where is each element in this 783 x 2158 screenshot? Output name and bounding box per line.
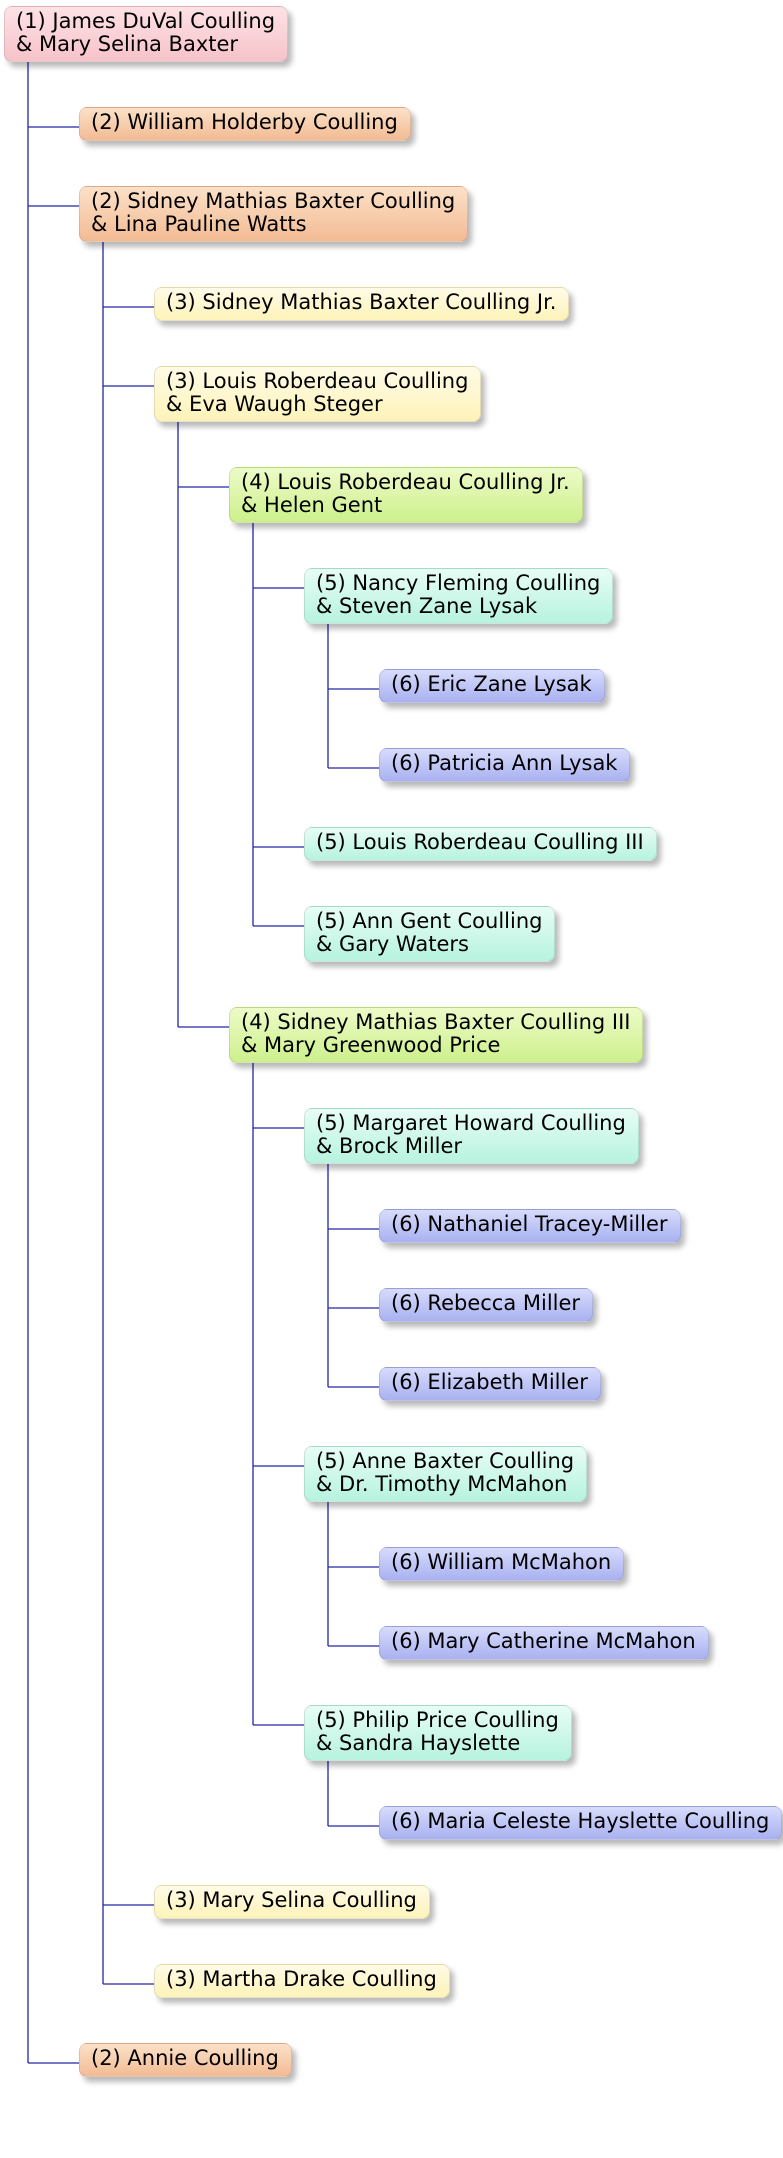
person-node-elizabeth-miller: (6) Elizabeth Miller [379, 1367, 601, 1401]
person-node-nathaniel-tracey-miller: (6) Nathaniel Tracey-Miller [379, 1209, 681, 1243]
person-name: (6) Patricia Ann Lysak [391, 751, 618, 775]
person-node-sidney-mathias-baxter-coulling-jr: (3) Sidney Mathias Baxter Coulling Jr. [154, 287, 570, 321]
person-node-philip-price-coulling: (5) Philip Price Coulling& Sandra Haysle… [304, 1705, 572, 1761]
person-name: (3) Sidney Mathias Baxter Coulling Jr. [166, 290, 557, 314]
person-name: (6) Eric Zane Lysak [391, 672, 592, 696]
person-name: (6) Nathaniel Tracey-Miller [391, 1212, 668, 1236]
spouse-name: & Sandra Hayslette [316, 1731, 521, 1755]
person-node-eric-zane-lysak: (6) Eric Zane Lysak [379, 669, 605, 703]
spouse-name: & Lina Pauline Watts [91, 212, 307, 236]
person-name: (2) William Holderby Coulling [91, 110, 398, 134]
person-name: (4) Louis Roberdeau Coulling Jr. [241, 470, 570, 494]
person-node-louis-roberdeau-coulling-jr: (4) Louis Roberdeau Coulling Jr.& Helen … [229, 467, 583, 523]
person-node-rebecca-miller: (6) Rebecca Miller [379, 1288, 594, 1322]
person-name: (5) Anne Baxter Coulling [316, 1449, 575, 1473]
person-node-margaret-howard-coulling: (5) Margaret Howard Coulling& Brock Mill… [304, 1108, 639, 1164]
person-node-louis-roberdeau-coulling-iii: (5) Louis Roberdeau Coulling III [304, 827, 657, 861]
person-node-louis-roberdeau-coulling: (3) Louis Roberdeau Coulling& Eva Waugh … [154, 366, 482, 422]
person-node-anne-baxter-coulling: (5) Anne Baxter Coulling& Dr. Timothy Mc… [304, 1446, 588, 1502]
person-name: (1) James DuVal Coulling [16, 9, 276, 33]
person-node-james-duval-coulling: (1) James DuVal Coulling& Mary Selina Ba… [4, 6, 289, 62]
person-name: (5) Ann Gent Coulling [316, 909, 543, 933]
person-name: (6) Maria Celeste Hayslette Coulling [391, 1809, 770, 1833]
person-name: (5) Margaret Howard Coulling [316, 1111, 626, 1135]
person-name: (4) Sidney Mathias Baxter Coulling III [241, 1010, 631, 1034]
person-name: (6) Mary Catherine McMahon [391, 1629, 696, 1653]
person-name: (5) Louis Roberdeau Coulling III [316, 830, 644, 854]
spouse-name: & Mary Selina Baxter [16, 32, 239, 56]
person-name: (3) Louis Roberdeau Coulling [166, 369, 469, 393]
person-node-annie-coulling: (2) Annie Coulling [79, 2043, 292, 2077]
person-name: (2) Sidney Mathias Baxter Coulling [91, 189, 456, 213]
person-name: (5) Nancy Fleming Coulling [316, 571, 601, 595]
person-node-william-holderby-coulling: (2) William Holderby Coulling [79, 107, 411, 141]
person-node-mary-catherine-mcmahon: (6) Mary Catherine McMahon [379, 1626, 709, 1660]
person-node-maria-celeste-hayslette-coulling: (6) Maria Celeste Hayslette Coulling [379, 1806, 783, 1840]
spouse-name: & Gary Waters [316, 932, 469, 956]
person-name: (3) Martha Drake Coulling [166, 1967, 437, 1991]
spouse-name: & Steven Zane Lysak [316, 594, 538, 618]
person-node-nancy-fleming-coulling: (5) Nancy Fleming Coulling& Steven Zane … [304, 568, 614, 624]
person-name: (6) Elizabeth Miller [391, 1370, 588, 1394]
person-name: (6) Rebecca Miller [391, 1291, 581, 1315]
person-node-sidney-mathias-baxter-coulling-iii: (4) Sidney Mathias Baxter Coulling III& … [229, 1007, 644, 1063]
person-node-william-mcmahon: (6) William McMahon [379, 1547, 625, 1581]
person-name: (2) Annie Coulling [91, 2046, 279, 2070]
spouse-name: & Eva Waugh Steger [166, 392, 383, 416]
person-name: (3) Mary Selina Coulling [166, 1888, 417, 1912]
spouse-name: & Dr. Timothy McMahon [316, 1472, 568, 1496]
person-node-martha-drake-coulling: (3) Martha Drake Coulling [154, 1964, 450, 1998]
person-node-sidney-mathias-baxter-coulling: (2) Sidney Mathias Baxter Coulling& Lina… [79, 186, 469, 242]
spouse-name: & Helen Gent [241, 493, 383, 517]
person-node-mary-selina-coulling: (3) Mary Selina Coulling [154, 1885, 430, 1919]
spouse-name: & Mary Greenwood Price [241, 1033, 501, 1057]
person-node-ann-gent-coulling: (5) Ann Gent Coulling& Gary Waters [304, 906, 556, 962]
spouse-name: & Brock Miller [316, 1134, 463, 1158]
person-name: (6) William McMahon [391, 1550, 612, 1574]
person-name: (5) Philip Price Coulling [316, 1708, 559, 1732]
person-node-patricia-ann-lysak: (6) Patricia Ann Lysak [379, 748, 631, 782]
